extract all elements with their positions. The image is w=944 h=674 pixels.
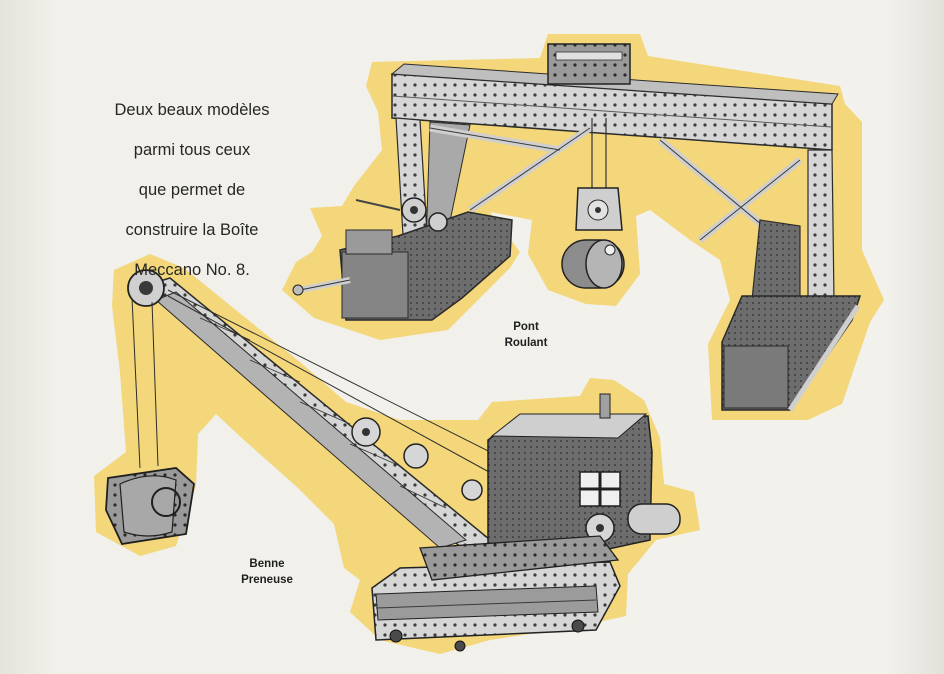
caption-line: Meccano No. 8. xyxy=(134,261,250,279)
pont-roulant-model xyxy=(292,43,862,412)
benne-preneuse-label-line1: Benne xyxy=(249,558,285,570)
pont-roulant-label: Pont Roulant xyxy=(486,319,566,351)
caption-line: construire la Boîte xyxy=(125,221,259,239)
pont-roulant-label-line2: Roulant xyxy=(504,337,548,349)
pont-roulant-label-line1: Pont xyxy=(513,321,539,333)
caption-line: que permet de xyxy=(138,181,246,199)
page-caption: Deux beaux modèles parmi tous ceux que p… xyxy=(92,80,292,280)
benne-preneuse-label: Benne Preneuse xyxy=(222,556,312,588)
caption-line: Deux beaux modèles xyxy=(114,101,270,119)
caption-line: parmi tous ceux xyxy=(133,141,251,159)
benne-preneuse-label-line2: Preneuse xyxy=(241,574,293,586)
benne-preneuse-model xyxy=(105,269,681,652)
